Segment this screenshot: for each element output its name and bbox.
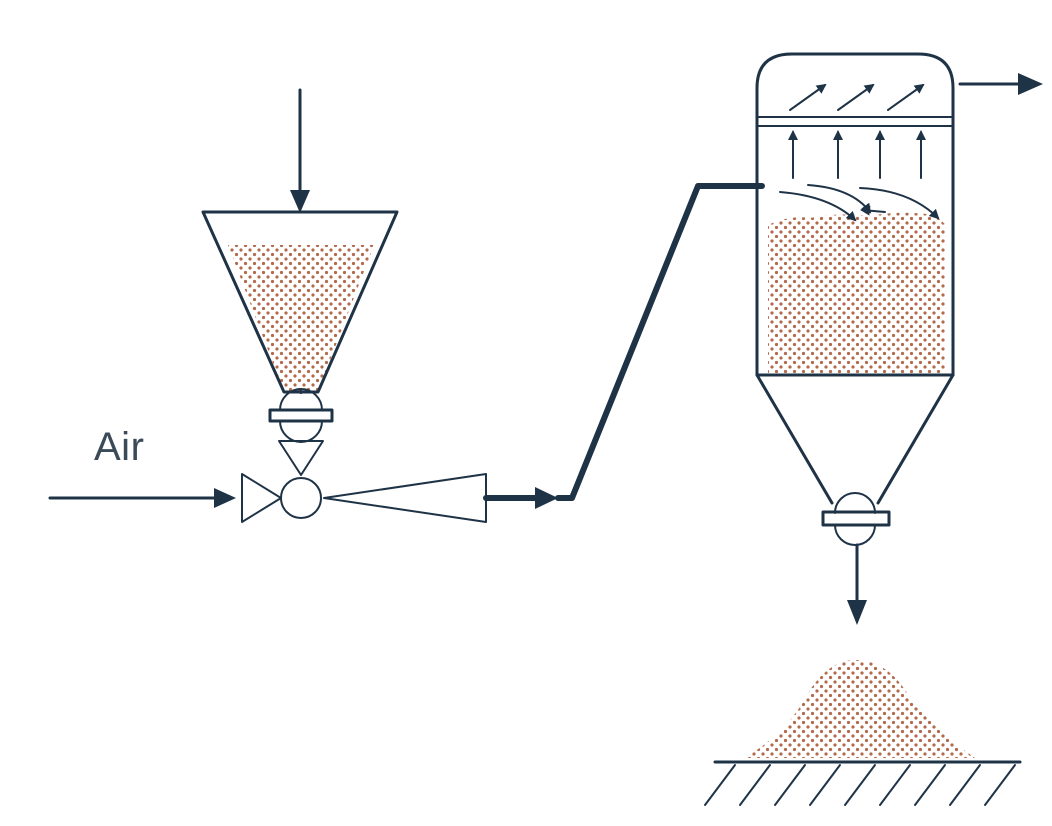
feed-funnel-icon bbox=[278, 440, 324, 476]
venturi-nozzle-icon bbox=[241, 473, 487, 523]
ground-hatching bbox=[704, 760, 1022, 806]
particle-drop-arrows-icon bbox=[779, 184, 940, 222]
feed-inlet-arrow-icon bbox=[290, 88, 310, 213]
rotary-valve-icon bbox=[268, 388, 334, 443]
separator-vessel bbox=[755, 52, 955, 505]
air-label: Air bbox=[94, 425, 145, 469]
product-pile bbox=[745, 660, 975, 758]
air-inlet-arrow-icon bbox=[48, 488, 236, 508]
gas-outlet-arrow-icon bbox=[958, 73, 1043, 95]
product-outlet-arrow-icon bbox=[847, 543, 867, 625]
discharge-valve-icon bbox=[821, 492, 891, 546]
conveying-pipe bbox=[483, 183, 765, 509]
filter-exit-arrows-icon bbox=[789, 83, 925, 111]
gas-rise-arrows-icon bbox=[788, 130, 926, 179]
feed-hopper bbox=[201, 210, 399, 394]
